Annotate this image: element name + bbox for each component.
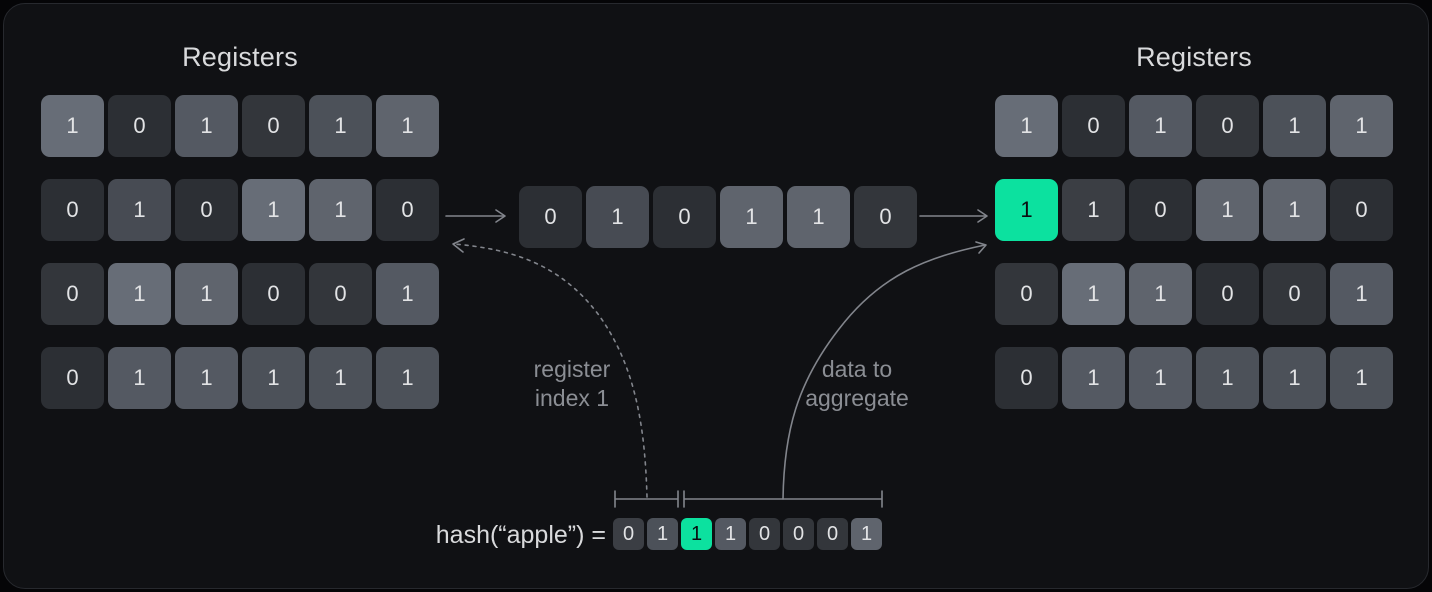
register-cell: 1 bbox=[995, 95, 1058, 157]
register-cell: 1 bbox=[1196, 179, 1259, 241]
register-cell: 1 bbox=[1129, 347, 1192, 409]
register-cell: 0 bbox=[995, 347, 1058, 409]
data-to-aggregate-label-line1: data to bbox=[821, 356, 893, 382]
register-cell: 0 bbox=[1263, 263, 1326, 325]
hash-bit-cell: 1 bbox=[647, 518, 678, 550]
hash-bit-cell: 0 bbox=[613, 518, 644, 550]
register-cell: 0 bbox=[41, 179, 104, 241]
register-cell: 0 bbox=[242, 263, 305, 325]
register-cell: 1 bbox=[1330, 95, 1393, 157]
hash-bit-cell: 0 bbox=[749, 518, 780, 550]
register-cell: 1 bbox=[41, 95, 104, 157]
register-cell: 1 bbox=[1062, 179, 1125, 241]
register-cell: 0 bbox=[1062, 95, 1125, 157]
register-cell: 0 bbox=[175, 179, 238, 241]
register-cell: 1 bbox=[1129, 95, 1192, 157]
register-cell: 1 bbox=[1062, 263, 1125, 325]
hash-bit-cell: 0 bbox=[817, 518, 848, 550]
hash-bit-cell: 0 bbox=[783, 518, 814, 550]
register-cell: 0 bbox=[519, 186, 582, 248]
register-cell: 1 bbox=[720, 186, 783, 248]
register-cell: 1 bbox=[175, 263, 238, 325]
left-registers-title: Registers bbox=[182, 42, 298, 72]
register-cell: 0 bbox=[1196, 263, 1259, 325]
register-cell: 0 bbox=[1196, 95, 1259, 157]
register-cell: 1 bbox=[175, 95, 238, 157]
register-cell: 1 bbox=[108, 263, 171, 325]
register-cell: 1 bbox=[108, 179, 171, 241]
hash-expression-label: hash(“apple”) = bbox=[435, 521, 606, 549]
register-cell: 1 bbox=[586, 186, 649, 248]
register-cell: 0 bbox=[41, 263, 104, 325]
register-index-label: register index 1 bbox=[472, 355, 672, 413]
data-to-aggregate-label: data to aggregate bbox=[757, 355, 957, 413]
register-cell: 1 bbox=[1129, 263, 1192, 325]
register-cell: 1 bbox=[1263, 179, 1326, 241]
register-cell: 1 bbox=[1263, 95, 1326, 157]
register-cell: 1 bbox=[108, 347, 171, 409]
register-cell: 1 bbox=[376, 263, 439, 325]
register-cell: 1 bbox=[1330, 347, 1393, 409]
hash-bit-cell: 1 bbox=[851, 518, 882, 550]
register-cell: 1 bbox=[242, 179, 305, 241]
register-cell: 1 bbox=[1062, 347, 1125, 409]
register-cell: 0 bbox=[1330, 179, 1393, 241]
hash-bit-cell: 1 bbox=[715, 518, 746, 550]
register-cell: 1 bbox=[309, 95, 372, 157]
register-cell: 0 bbox=[653, 186, 716, 248]
data-to-aggregate-label-line2: aggregate bbox=[805, 385, 909, 411]
register-cell: 1 bbox=[1196, 347, 1259, 409]
register-cell: 0 bbox=[854, 186, 917, 248]
register-cell: 1 bbox=[1263, 347, 1326, 409]
register-cell: 1 bbox=[309, 179, 372, 241]
register-cell: 1 bbox=[376, 95, 439, 157]
register-cell: 1 bbox=[309, 347, 372, 409]
register-cell: 1 bbox=[376, 347, 439, 409]
register-index-label-line2: index 1 bbox=[534, 385, 610, 411]
register-cell: 1 bbox=[787, 186, 850, 248]
register-cell: 0 bbox=[242, 95, 305, 157]
register-cell: 1 bbox=[175, 347, 238, 409]
register-index-label-line1: register bbox=[533, 356, 611, 382]
hash-bit-cell-highlighted: 1 bbox=[681, 518, 712, 550]
register-cell: 0 bbox=[108, 95, 171, 157]
right-registers-title: Registers bbox=[1136, 42, 1252, 72]
register-cell: 0 bbox=[41, 347, 104, 409]
register-cell: 1 bbox=[242, 347, 305, 409]
register-cell: 0 bbox=[376, 179, 439, 241]
register-cell: 0 bbox=[1129, 179, 1192, 241]
register-cell: 1 bbox=[1330, 263, 1393, 325]
register-cell-highlighted: 1 bbox=[995, 179, 1058, 241]
register-cell: 0 bbox=[309, 263, 372, 325]
register-cell: 0 bbox=[995, 263, 1058, 325]
